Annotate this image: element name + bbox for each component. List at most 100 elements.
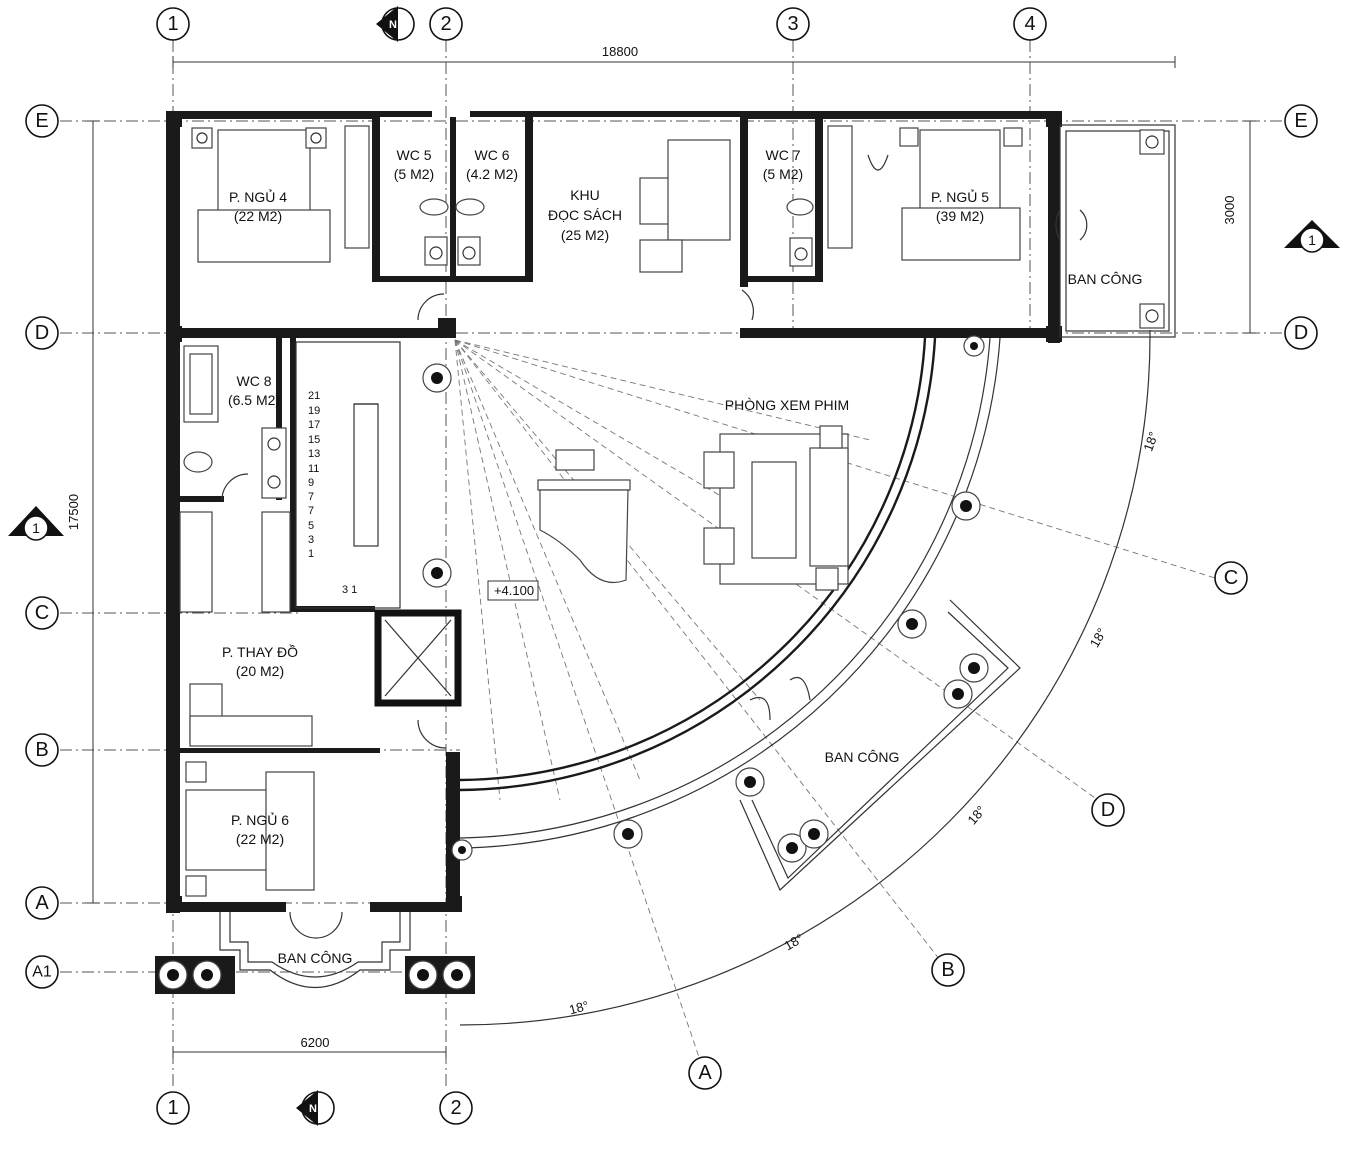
grid-bubbles: 1 2 3 4 1 2 E D C B A A1 E D C D B A <box>25 7 1318 1125</box>
room-wc8-name: WC 8 <box>237 373 272 389</box>
stair-step: 21 <box>308 390 320 402</box>
room-reading-area: (25 M2) <box>561 227 609 243</box>
stair-step: 11 <box>308 463 319 475</box>
stair-step: 9 <box>308 477 314 489</box>
grid-bubble-bottom: 2 <box>439 1091 473 1125</box>
grid-bubble-top: 2 <box>429 7 463 41</box>
section-marker-label: 1 <box>32 520 40 536</box>
room-wc7-name: WC 7 <box>766 147 801 163</box>
room-bedroom4-name: P. NGỦ 4 <box>229 188 287 205</box>
svg-text:D: D <box>1101 799 1115 821</box>
level-mark: +4.100 <box>487 580 539 601</box>
stair-step: 15 <box>308 434 320 446</box>
grid-bubble-top: 3 <box>776 7 810 41</box>
svg-text:C: C <box>1224 567 1238 589</box>
section-marker-right: 1 <box>1284 220 1340 253</box>
dim-angle-2: 18° <box>1087 625 1110 650</box>
room-wc6-area: (4.2 M2) <box>466 166 518 182</box>
grid-bubble-right: E <box>1284 104 1318 138</box>
room-reading-name1: KHU <box>570 187 600 203</box>
dim-overall-width: 18800 <box>602 44 638 59</box>
stair-bottom-label: 3 1 <box>342 584 357 596</box>
room-bedroom4-area: (22 M2) <box>234 208 282 224</box>
grid-bubble-left: E <box>25 104 59 138</box>
stair-step: 5 <box>308 520 314 532</box>
svg-text:E: E <box>1294 110 1307 132</box>
furniture <box>179 125 1088 939</box>
svg-text:B: B <box>35 739 48 761</box>
grid-bubble-radial: B <box>931 953 965 987</box>
grid-bubble-left: A <box>25 886 59 920</box>
angle-arc <box>459 329 1151 1026</box>
grid-bubble-right: D <box>1284 316 1318 350</box>
north-marker-label: N <box>389 19 397 31</box>
grid-bubble-radial: C <box>1214 561 1248 595</box>
svg-text:D: D <box>1294 322 1308 344</box>
grid-bubble-left: A1 <box>25 955 59 989</box>
room-wc6-name: WC 6 <box>475 147 510 163</box>
svg-text:4: 4 <box>1024 13 1035 35</box>
section-marker-left: 1 <box>8 506 64 541</box>
north-marker-top: N <box>376 6 415 42</box>
stair-step: 1 <box>308 548 314 560</box>
svg-text:E: E <box>35 110 48 132</box>
stair-step: 7 <box>308 505 314 517</box>
grid-bubble-bottom: 1 <box>156 1091 190 1125</box>
grid-bubble-left: C <box>25 596 59 630</box>
room-balcony-curved: BAN CÔNG <box>825 749 900 765</box>
stair-step: 13 <box>308 448 320 460</box>
room-balcony-bottom: BAN CÔNG <box>278 950 353 966</box>
north-marker-bottom: N <box>296 1090 335 1126</box>
stair-step: 17 <box>308 419 320 431</box>
svg-text:2: 2 <box>440 13 451 35</box>
dim-angle-5: 18° <box>567 998 590 1018</box>
dim-overall-depth: 17500 <box>66 494 81 530</box>
round-pillars <box>422 335 989 863</box>
room-balcony-right: BAN CÔNG <box>1068 271 1143 287</box>
stair-step-numbers: 21 19 17 15 13 11 9 7 7 5 3 1 3 1 <box>308 390 357 596</box>
room-labels: P. NGỦ 4 (22 M2) WC 5 (5 M2) WC 6 (4.2 M… <box>222 147 1142 966</box>
dim-bottom-width: 6200 <box>301 1035 330 1050</box>
svg-text:A: A <box>35 892 49 914</box>
svg-text:C: C <box>35 602 49 624</box>
room-cinema-name: PHÒNG XEM PHIM <box>725 397 849 413</box>
svg-text:A: A <box>698 1062 712 1084</box>
room-wc7-area: (5 M2) <box>763 166 803 182</box>
level-mark-text: +4.100 <box>494 583 534 598</box>
columns <box>166 111 1062 912</box>
svg-text:A1: A1 <box>32 964 52 981</box>
right-balcony <box>1059 124 1176 338</box>
grid-bubble-radial: A <box>688 1056 722 1090</box>
room-reading-name2: ĐỌC SÁCH <box>548 207 622 223</box>
grid-bubble-top: 1 <box>156 7 190 41</box>
room-bedroom6-area: (22 M2) <box>236 831 284 847</box>
dim-angle-3: 18° <box>964 803 988 828</box>
room-dressing-name: P. THAY ĐỒ <box>222 643 298 660</box>
room-wc8-area: (6.5 M2) <box>228 392 280 408</box>
dim-angle-1: 18° <box>1140 430 1161 454</box>
dimension-lines <box>87 56 1256 1058</box>
section-marker-label: 1 <box>1308 232 1316 248</box>
stair-step: 7 <box>308 491 314 503</box>
grid-bubble-left: B <box>25 733 59 767</box>
room-bedroom6-name: P. NGỦ 6 <box>231 811 289 828</box>
svg-text:1: 1 <box>167 1097 178 1119</box>
room-wc5-area: (5 M2) <box>394 166 434 182</box>
curved-walls <box>459 337 1021 892</box>
grid-bubble-radial: D <box>1091 793 1125 827</box>
svg-text:2: 2 <box>450 1097 461 1119</box>
room-dressing-area: (20 M2) <box>236 663 284 679</box>
grid-bubble-top: 4 <box>1013 7 1047 41</box>
room-wc5-name: WC 5 <box>397 147 432 163</box>
stair-step: 3 <box>308 534 314 546</box>
room-bedroom5-name: P. NGỦ 5 <box>931 188 989 205</box>
dim-balcony-depth: 3000 <box>1222 196 1237 225</box>
grid-bubble-left: D <box>25 316 59 350</box>
bottom-balcony <box>155 912 475 994</box>
svg-text:3: 3 <box>787 13 798 35</box>
svg-text:B: B <box>941 959 954 981</box>
room-bedroom5-area: (39 M2) <box>936 208 984 224</box>
svg-text:1: 1 <box>167 13 178 35</box>
